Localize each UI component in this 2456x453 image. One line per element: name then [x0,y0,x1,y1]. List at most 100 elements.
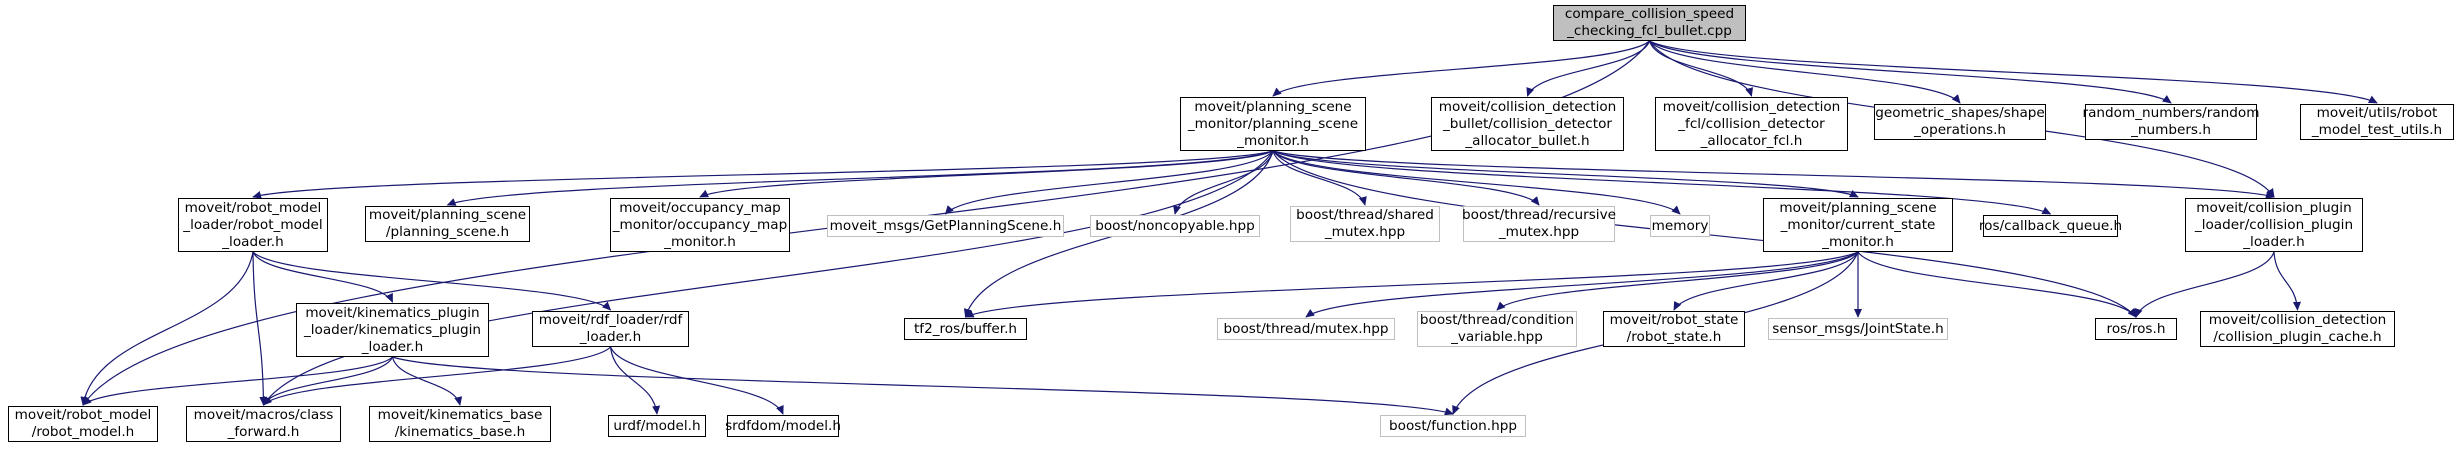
node-label-line: _fcl/collision_detector [1678,115,1825,132]
node-label-line: moveit/robot_state [1609,312,1739,328]
edge-rml-to-rm [80,251,254,406]
node-label-line: _loader.h [222,233,284,250]
edge-root-to-cd_fcl [1648,40,1754,97]
node-label-line: moveit/collision_detection [1438,98,1617,115]
node-label-line: _mutex.hpp [1498,224,1580,240]
node-rdf[interactable]: moveit/rdf_loader/rdf_loader.h [532,311,689,347]
node-rstate[interactable]: moveit/robot_state/robot_state.h [1603,311,1745,347]
node-label-line: /robot_model.h [31,424,135,440]
node-label-line: moveit/kinematics_base [377,407,543,423]
node-label-line: _loader.h [2243,233,2305,250]
node-cd-fcl[interactable]: moveit/collision_detection_fcl/collision… [1655,97,1848,151]
node-label-line: _monitor/occupancy_map [612,216,788,233]
node-urdf[interactable]: urdf/model.h [608,415,706,437]
node-label-line: _loader/collision_plugin [2194,216,2354,233]
node-label-line: /robot_state.h [1626,329,1722,345]
edge-kpl-to-kb [391,356,463,406]
edge-rdf-to-urdf [609,346,661,415]
node-label-line: moveit_msgs/GetPlanningScene.h [829,217,1062,234]
node-cpl[interactable]: moveit/collision_plugin_loader/collision… [2185,198,2363,252]
node-label-line: _loader.h [361,338,424,355]
node-label-line: moveit/robot_model [184,199,322,216]
node-func: boost/function.hpp [1380,415,1526,437]
edge-psm-to-cpl [1272,150,2275,199]
node-ros[interactable]: ros/ros.h [2095,318,2177,340]
node-memory: memory [1650,215,1710,237]
node-label-line: _mutex.hpp [1324,224,1406,240]
node-label-line: urdf/model.h [613,417,701,434]
node-kpl[interactable]: moveit/kinematics_plugin_loader/kinemati… [296,303,489,357]
node-root[interactable]: compare_collision_speed_checking_fcl_bul… [1553,5,1746,41]
node-rand-nums[interactable]: random_numbers/random_numbers.h [2083,104,2259,140]
node-cbq[interactable]: ros/callback_queue.h [1979,215,2122,237]
node-tf2[interactable]: tf2_ros/buffer.h [904,318,1027,340]
node-label-line: ros/ros.h [2106,320,2166,337]
node-srdf[interactable]: srdfdom/model.h [725,415,841,437]
node-label-line: _allocator_fcl.h [1700,132,1803,149]
edge-cpl-to-cpc [2273,251,2302,311]
node-label-line: boost/thread/mutex.hpp [1223,320,1389,337]
node-label-line: moveit/utils/robot [2316,105,2438,121]
edge-rml-to-cf [252,251,268,406]
edge-rml-to-kpl [252,251,394,303]
node-label-line: moveit/collision_plugin [2196,199,2352,216]
node-label-line: _numbers.h [2131,122,2211,138]
edge-kpl-to-func [392,356,1454,416]
node-psm[interactable]: moveit/planning_scene_monitor/planning_s… [1180,97,1366,151]
node-label-line: moveit/planning_scene [368,207,527,223]
node-rml[interactable]: moveit/robot_model_loader/robot_model_lo… [178,198,328,252]
node-label-line: ros/callback_queue.h [1978,217,2123,234]
node-noncopy: boost/noncopyable.hpp [1090,215,1260,237]
edge-psm-to-gps [944,150,1274,215]
node-rm[interactable]: moveit/robot_model/robot_model.h [8,406,158,442]
node-label-line: moveit/robot_model [14,407,152,423]
node-label-line: _forward.h [227,424,300,440]
node-condvar: boost/thread/condition_variable.hpp [1417,311,1577,347]
node-label-line: _model_test_utils.h [2311,122,2443,138]
node-cpc[interactable]: moveit/collision_detection/collision_plu… [2200,311,2395,347]
node-label-line: _loader.h [579,329,642,345]
edge-csm-to-tf2 [964,251,1859,318]
node-label-line: _loader/robot_model [183,216,323,233]
node-label-line: _allocator_bullet.h [1465,132,1590,149]
node-label-line: _checking_fcl_bullet.cpp [1567,23,1732,39]
node-csm[interactable]: moveit/planning_scene_monitor/current_st… [1763,198,1953,252]
node-cd-bullet[interactable]: moveit/collision_detection_bullet/collis… [1431,97,1624,151]
node-label-line: srdfdom/model.h [725,417,841,434]
node-shape-ops[interactable]: geometric_shapes/shape_operations.h [1874,104,2046,140]
edge-psm-to-shared_mutex [1272,150,1367,206]
edge-psm-to-cbq [1272,150,2052,215]
node-cf[interactable]: moveit/macros/class_forward.h [186,406,341,442]
node-kb[interactable]: moveit/kinematics_base/kinematics_base.h [369,406,551,442]
node-label-line: tf2_ros/buffer.h [913,320,1018,337]
node-label-line: sensor_msgs/JointState.h [1772,320,1944,337]
edge-psm-to-omm [699,150,1274,198]
node-label-line: _operations.h [1913,122,2007,138]
edge-csm-to-rstate [1673,251,1859,311]
node-ps[interactable]: moveit/planning_scene/planning_scene.h [365,206,530,242]
node-label-line: memory [1651,217,1709,234]
edge-rdf-to-srdf [609,346,784,415]
node-label-line: moveit/collision_detection [2208,312,2387,328]
edge-root-to-psm [1272,40,1650,97]
node-label-line: boost/noncopyable.hpp [1095,217,1255,234]
node-shared-mutex: boost/thread/shared_mutex.hpp [1290,206,1440,242]
node-label-line: _monitor/current_state [1780,216,1936,233]
node-omm[interactable]: moveit/occupancy_map_monitor/occupancy_m… [610,198,790,252]
edge-psm-to-rml [252,150,1274,199]
edge-psm-to-cf [262,150,1274,406]
node-label-line: moveit/occupancy_map [619,199,781,216]
node-label-line: geometric_shapes/shape [1875,105,2045,121]
node-label-line: _monitor.h [1822,233,1894,250]
node-label-line: moveit/macros/class [193,407,334,423]
node-label-line: moveit/planning_scene [1194,98,1352,115]
node-label-line: compare_collision_speed [1564,6,1735,22]
node-rm-test[interactable]: moveit/utils/robot_model_test_utils.h [2300,104,2454,140]
node-label-line: /planning_scene.h [385,224,510,240]
node-mutex: boost/thread/mutex.hpp [1217,318,1395,340]
node-label-line: boost/thread/shared [1296,207,1434,223]
edge-kpl-to-rm [82,356,393,406]
node-label-line: _bullet/collision_detector [1443,115,1612,132]
node-label-line: _loader/kinematics_plugin [303,321,482,338]
node-label-line: /collision_plugin_cache.h [2213,329,2382,345]
